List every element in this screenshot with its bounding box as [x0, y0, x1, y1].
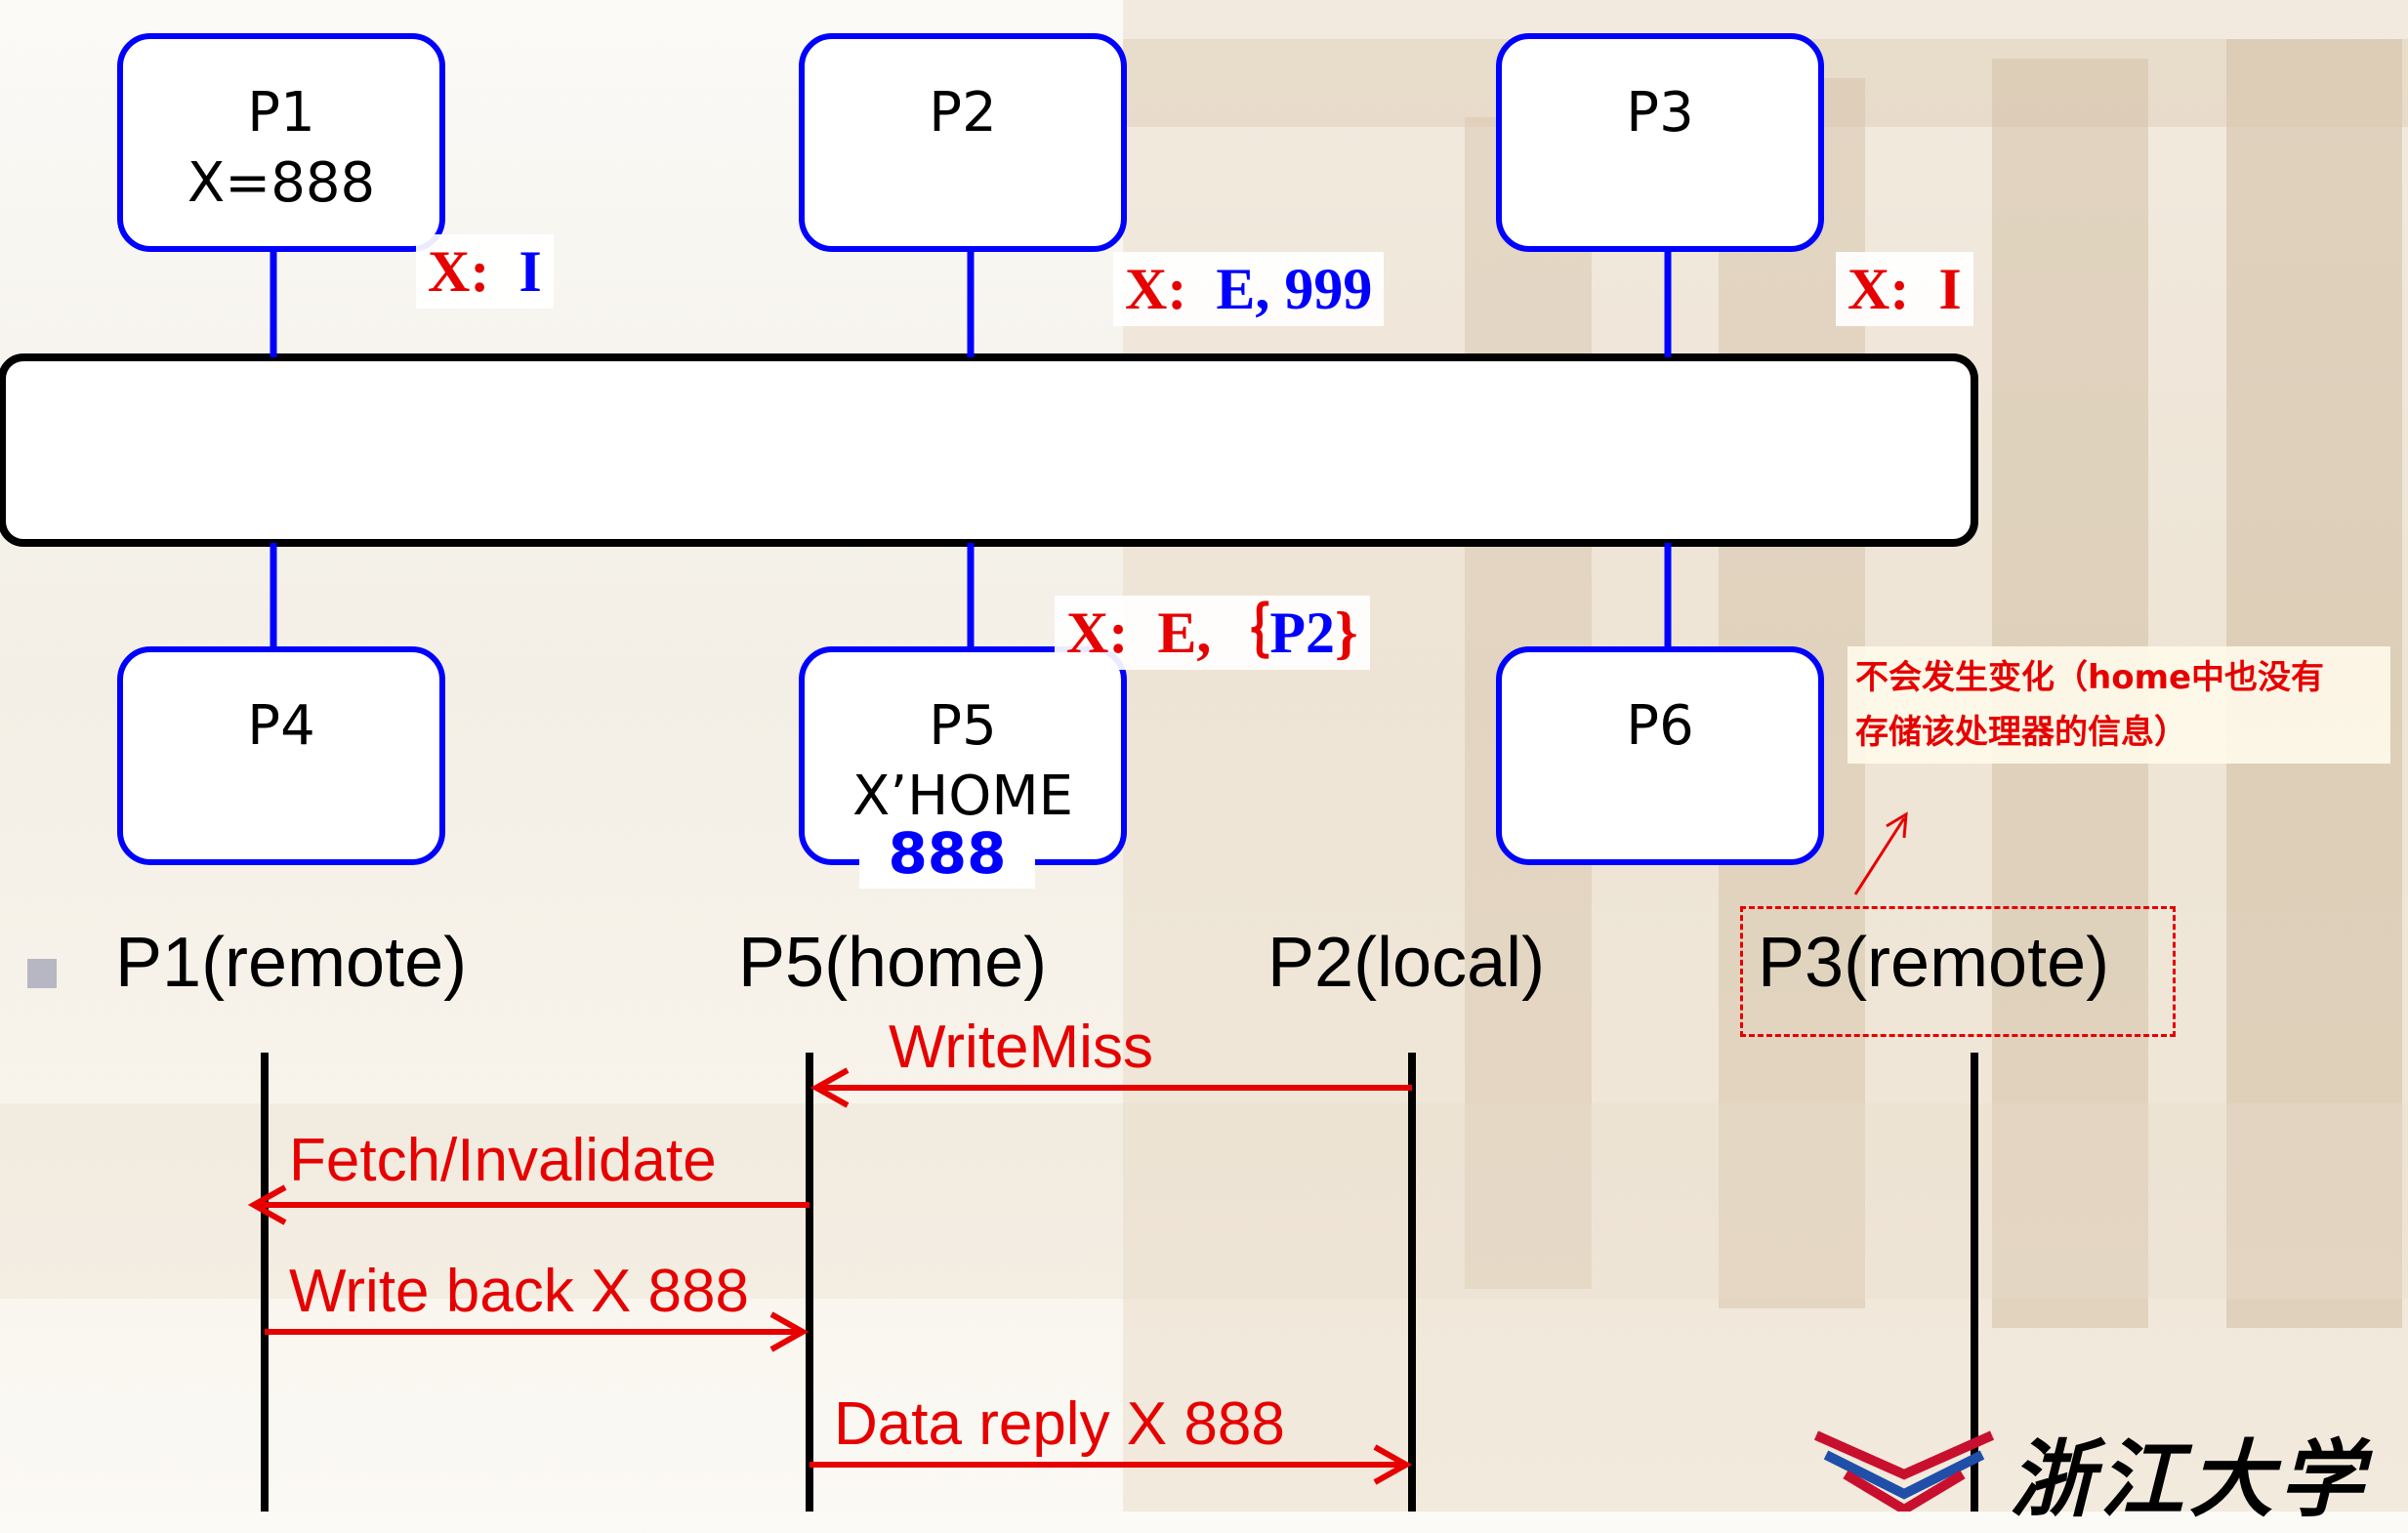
processor-p3: P3 — [1496, 33, 1824, 252]
processor-p1: P1 X=888 — [117, 33, 445, 252]
interconnect-bus — [0, 353, 1978, 547]
annotation-line-2: 存储该处理器的信息） — [1855, 713, 2187, 752]
p1-name: P1 — [247, 81, 315, 145]
p3-remote-highlight-box — [1740, 906, 2176, 1037]
p5-name: P5 — [929, 694, 997, 758]
msg-writemiss: WriteMiss — [889, 1014, 1153, 1081]
annotation-line-1: 不会发生变化（home中也没有 — [1855, 658, 2325, 697]
p1-cache-state: X: I — [416, 234, 554, 309]
p5-home-label: X’HOME — [851, 765, 1074, 828]
msg-write-back: Write back X 888 — [289, 1258, 749, 1325]
university-logo-text: 浙江大学 — [2010, 1430, 2369, 1529]
p4-name: P4 — [247, 694, 315, 758]
label-p3-remote: P3(remote) — [1758, 924, 2110, 1002]
p5-memory-value: 888 — [859, 818, 1035, 889]
p2-cache-state: X: E, 999 — [1113, 252, 1385, 326]
p3-cache-state: X: I — [1836, 252, 1973, 326]
p1-value: X=888 — [187, 151, 376, 215]
processor-p2: P2 — [799, 33, 1127, 252]
p3-name: P3 — [1626, 81, 1694, 145]
p5-directory-state: X: E,｛P2} — [1055, 596, 1370, 670]
p6-name: P6 — [1626, 694, 1694, 758]
label-p2-local: P2(local) — [1267, 924, 1546, 1002]
note-pointer-arrow — [1853, 817, 1906, 895]
p2-name: P2 — [929, 81, 997, 145]
annotation-note: 不会发生变化（home中也没有 存储该处理器的信息） — [1848, 646, 2390, 764]
msg-fetch-invalidate: Fetch/Invalidate — [289, 1127, 717, 1194]
processor-p4: P4 — [117, 646, 445, 865]
label-p1-remote: P1(remote) — [115, 924, 468, 1002]
bullet-square — [27, 959, 57, 988]
label-p5-home: P5(home) — [738, 924, 1048, 1002]
msg-data-reply: Data reply X 888 — [834, 1390, 1285, 1458]
university-logo-emblem — [1813, 1430, 1995, 1512]
processor-p6: P6 — [1496, 646, 1824, 865]
